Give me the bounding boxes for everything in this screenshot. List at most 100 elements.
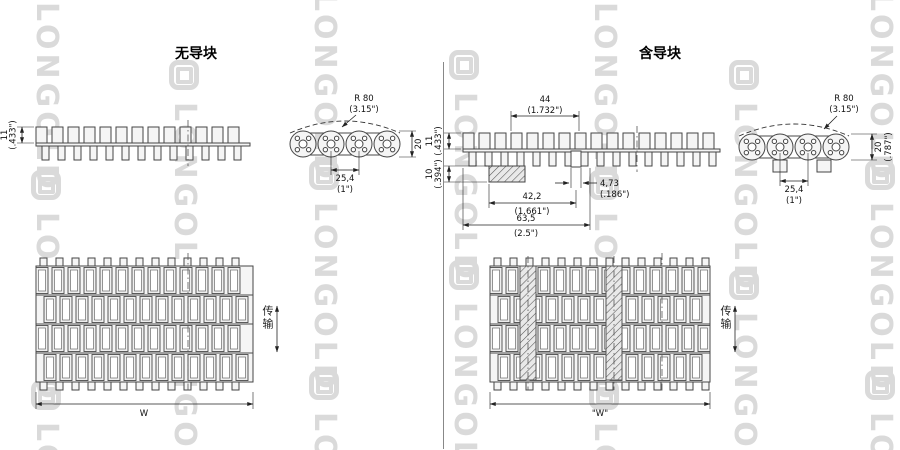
belt-module-slot [588, 269, 596, 292]
link-cutout [838, 149, 845, 156]
link-cutout [333, 146, 340, 153]
belt-tab [573, 381, 582, 391]
belt-module-slot [198, 327, 206, 350]
belt-module-slot [62, 356, 70, 379]
profile-plate [115, 126, 128, 144]
belt-module-slot [540, 327, 548, 350]
profile-plate [163, 126, 176, 144]
link-cutout [754, 138, 761, 145]
belt-module-slot [158, 356, 166, 379]
profile-leg [73, 145, 82, 161]
dim-text: (.394") [434, 159, 444, 188]
belt-module-slot [142, 298, 150, 321]
belt-module-slot [556, 327, 564, 350]
link-cutout [294, 135, 301, 142]
belt-tab [135, 257, 144, 267]
dim-text: 44 [540, 95, 551, 105]
link-cutout [378, 146, 385, 153]
dim-text: R 80 [354, 94, 373, 104]
belt-module-slot [118, 327, 126, 350]
belt-module-slot [190, 298, 198, 321]
belt-tab [509, 257, 518, 267]
belt-module-slot [78, 298, 86, 321]
belt-tab [103, 257, 112, 267]
belt-module-slot [134, 327, 142, 350]
belt-module-slot [150, 269, 158, 292]
belt-module-slot [636, 327, 644, 350]
belt-module-slot [700, 327, 708, 350]
link-pin [326, 139, 336, 149]
belt-module-slot [78, 356, 86, 379]
belt-module-slot [508, 269, 516, 292]
belt-module-slot [564, 356, 572, 379]
dim-text: (3.15") [829, 105, 858, 115]
profile-plate [654, 132, 667, 150]
dim-text: (1.732") [528, 106, 563, 116]
slot [570, 150, 582, 168]
profile-leg [644, 151, 653, 167]
profile-leg [121, 145, 130, 161]
belt-tab [557, 257, 566, 267]
r80-leader [341, 114, 357, 128]
link-cutout [322, 146, 329, 153]
profile-leg [137, 145, 146, 161]
right-profile-view [462, 132, 721, 167]
belt-module-slot [644, 356, 652, 379]
belt-tab [151, 381, 160, 391]
profile-leg [500, 151, 509, 167]
belt-tab [87, 381, 96, 391]
belt-module-slot [230, 327, 238, 350]
belt-module-slot [214, 269, 222, 292]
belt-tab [669, 257, 678, 267]
belt-tab [135, 381, 144, 391]
profile-plate [510, 132, 523, 150]
belt-module-slot [150, 327, 158, 350]
r80-arc [738, 123, 850, 137]
belt-tab [653, 257, 662, 267]
link-cutout [333, 135, 340, 142]
belt-module-slot [46, 298, 54, 321]
belt-tab [183, 381, 192, 391]
dim-text: "W" [592, 409, 608, 419]
belt-module-slot [70, 269, 78, 292]
profile-leg [516, 151, 525, 167]
link-cutout [361, 146, 368, 153]
belt-module-slot [668, 269, 676, 292]
left-chain-pitch-dim: 25,4 (1") [330, 151, 360, 195]
belt-module-slot [692, 356, 700, 379]
link-cutout [782, 149, 789, 156]
belt-module-slot [142, 356, 150, 379]
belt-tab [215, 257, 224, 267]
belt-module-slot [190, 356, 198, 379]
profile-leg [612, 151, 621, 167]
belt-module-slot [158, 298, 166, 321]
profile-leg [169, 145, 178, 161]
belt-module-slot [134, 269, 142, 292]
belt-module-slot [222, 298, 230, 321]
belt-module-slot [86, 327, 94, 350]
profile-plate [83, 126, 96, 144]
belt-module-slot [102, 269, 110, 292]
dim-text: W [140, 409, 149, 419]
belt-module-slot [652, 269, 660, 292]
profile-leg [468, 151, 477, 167]
profile-plate [179, 126, 192, 144]
link-cutout [810, 138, 817, 145]
belt-module-slot [38, 269, 46, 292]
left-chain-height-dim: 20 [399, 130, 424, 158]
dim-text: (1") [337, 185, 353, 195]
belt-module-slot [572, 269, 580, 292]
belt-tab [701, 257, 710, 267]
belt-module-slot [206, 356, 214, 379]
belt-module-slot [636, 269, 644, 292]
belt-module-slot [126, 298, 134, 321]
link-cutout [771, 149, 778, 156]
link-cutout [810, 149, 817, 156]
belt-tab [605, 381, 614, 391]
left-plan-view [35, 257, 254, 391]
dim-text: (1") [786, 196, 802, 206]
profile-leg [484, 151, 493, 167]
profile-leg [185, 145, 194, 161]
link-cutout [799, 149, 806, 156]
